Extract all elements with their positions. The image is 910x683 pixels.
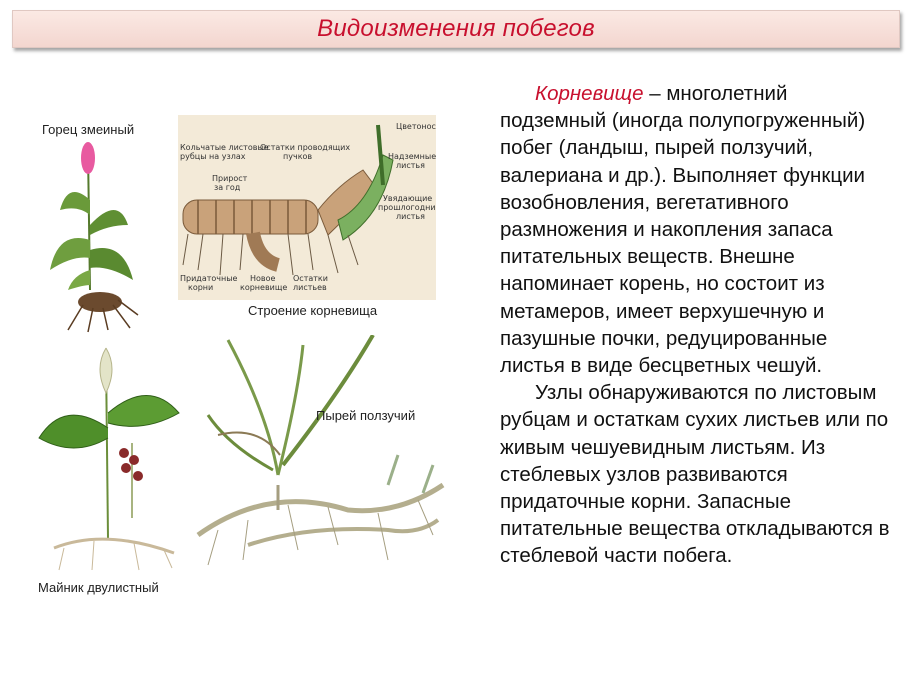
diagram-label-peduncle: Цветонос [396, 122, 436, 131]
diagram-label-new-rhizome-2: корневище [240, 283, 287, 292]
diagram-label-above-leaves: Надземные [388, 152, 436, 161]
diagram-label-dying-leaves-2: прошлогодние [378, 203, 436, 212]
label-gorets: Горец змеиный [42, 122, 135, 137]
text-block: Корневище – многолетний подземный (иногд… [500, 80, 892, 570]
label-rhizome-structure: Строение корневища [248, 303, 378, 318]
diagram-label-ring-scars-2: рубцы на узлах [180, 152, 246, 161]
diagram-label-dying-leaves: Увядающие [383, 194, 432, 203]
label-pyrei: Пырей ползучий [316, 408, 416, 423]
mainik-illustration [38, 347, 180, 571]
paragraph-2: Узлы обнаруживаются по листовым рубцам и… [500, 381, 890, 568]
diagram-label-above-leaves-2: листья [396, 161, 425, 170]
paragraph-1-text: – многолетний подземный (иногда полупогр… [500, 82, 866, 378]
diagram-label-bundle-remains-2: пучков [283, 152, 312, 161]
term-rhizome: Корневище [535, 82, 644, 105]
diagram-label-ring-scars: Кольчатые листовые [180, 143, 269, 152]
diagram-label-adv-roots-2: корни [188, 283, 213, 292]
diagram-label-leaf-remains-2: листьев [293, 283, 327, 292]
label-mainik: Майник двулистный [38, 580, 159, 595]
rhizome-diagram: Кольчатые листовые рубцы на узлах Остатк… [178, 115, 441, 300]
paragraph-1: Корневище – многолетний подземный (иногд… [500, 80, 892, 379]
diagram-label-bundle-remains: Остатки проводящих [260, 143, 350, 152]
diagram-label-year-growth-2: за год [214, 183, 241, 192]
diagram-label-new-rhizome: Новое [250, 274, 276, 283]
page-title: Видоизменения побегов [317, 15, 595, 42]
gorets-illustration [50, 142, 139, 333]
pyrei-illustration [196, 335, 445, 566]
diagram-label-year-growth: Прирост [212, 174, 248, 183]
diagram-label-dying-leaves-3: листья [396, 212, 425, 221]
rhizome-body [182, 124, 394, 276]
diagram-label-leaf-remains: Остатки [293, 274, 328, 283]
title-bar: Видоизменения побегов [12, 10, 900, 48]
diagram-label-adv-roots: Придаточные [180, 274, 238, 283]
